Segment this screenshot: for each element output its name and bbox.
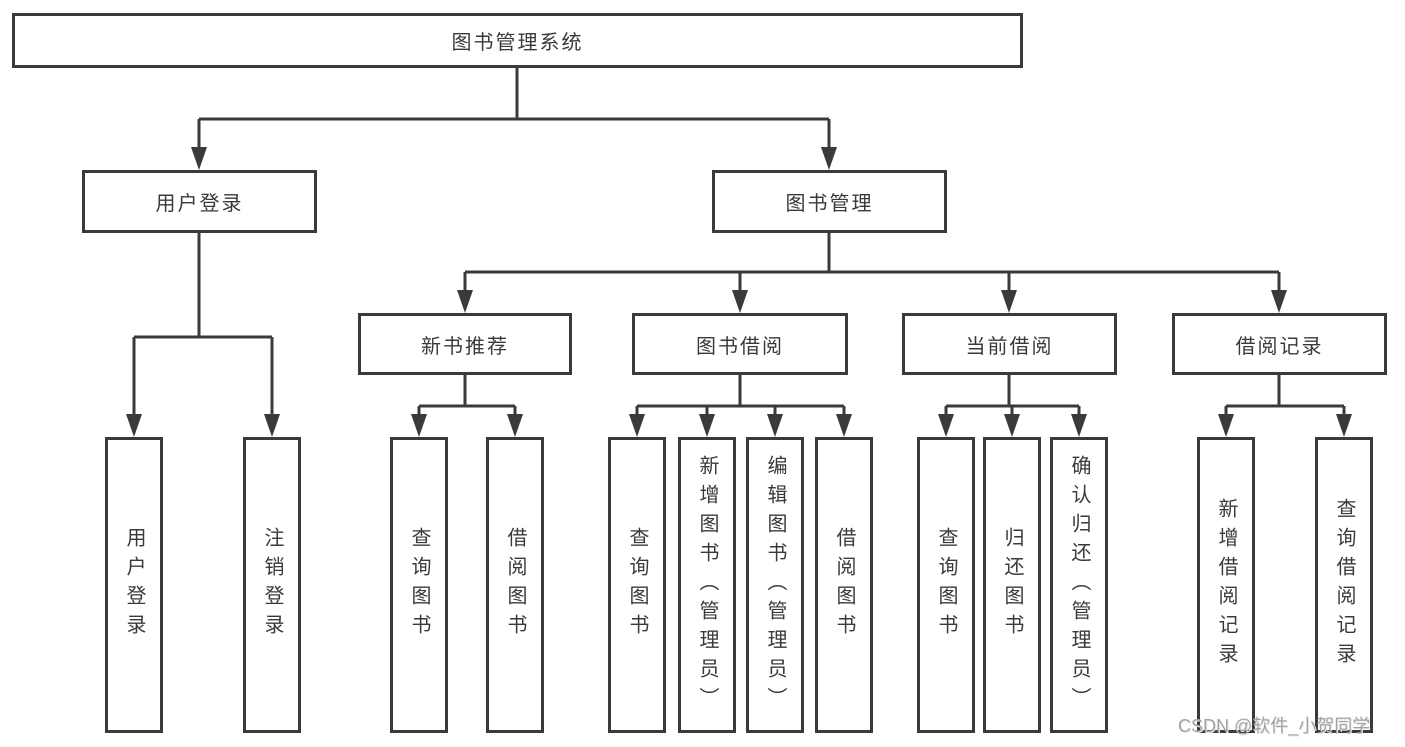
csdn-watermark: CSDN @软件_小贺同学 bbox=[1178, 716, 1371, 736]
leaf-add-books-admin: 新增图书（管理员） bbox=[678, 437, 736, 733]
leaf-borrow-books: 借阅图书 bbox=[815, 437, 873, 733]
arrowhead bbox=[767, 414, 783, 437]
connector-borrow-branch bbox=[635, 375, 846, 417]
arrowhead bbox=[191, 147, 207, 170]
arrowhead bbox=[1001, 290, 1017, 313]
node-book-management: 图书管理 bbox=[712, 170, 947, 233]
arrowhead bbox=[699, 414, 715, 437]
arrowhead bbox=[507, 414, 523, 437]
leaf-borrow-books-recommend: 借阅图书 bbox=[486, 437, 544, 733]
arrowhead bbox=[1271, 290, 1287, 313]
leaf-query-books-borrow: 查询图书 bbox=[608, 437, 666, 733]
leaf-query-books-recommend: 查询图书 bbox=[390, 437, 448, 733]
connector-book-mgmt-branch bbox=[463, 233, 1281, 292]
connector-records-branch bbox=[1224, 375, 1346, 417]
arrowhead bbox=[411, 414, 427, 437]
node-borrow-records: 借阅记录 bbox=[1172, 313, 1387, 375]
node-book-borrow: 图书借阅 bbox=[632, 313, 848, 375]
arrowhead bbox=[1336, 414, 1352, 437]
arrowhead bbox=[732, 290, 748, 313]
arrowhead bbox=[1004, 414, 1020, 437]
node-user-login: 用户登录 bbox=[82, 170, 317, 233]
leaf-logout: 注销登录 bbox=[243, 437, 301, 733]
leaf-add-borrow-record: 新增借阅记录 bbox=[1197, 437, 1255, 733]
leaf-confirm-return-admin: 确认归还（管理员） bbox=[1050, 437, 1108, 733]
arrowhead bbox=[126, 414, 142, 437]
connector-current-branch bbox=[944, 375, 1081, 417]
node-current-borrow: 当前借阅 bbox=[902, 313, 1117, 375]
arrowhead bbox=[938, 414, 954, 437]
node-library-management-system: 图书管理系统 bbox=[12, 13, 1023, 68]
connector-root-to-level2 bbox=[197, 68, 831, 150]
arrowhead bbox=[1218, 414, 1234, 437]
connector-new-book-branch bbox=[417, 375, 517, 417]
leaf-return-books: 归还图书 bbox=[983, 437, 1041, 733]
arrowhead bbox=[457, 290, 473, 313]
arrowhead bbox=[1071, 414, 1087, 437]
leaf-query-borrow-record: 查询借阅记录 bbox=[1315, 437, 1373, 733]
leaf-query-books-current: 查询图书 bbox=[917, 437, 975, 733]
arrowhead bbox=[264, 414, 280, 437]
arrowhead bbox=[836, 414, 852, 437]
arrowhead bbox=[629, 414, 645, 437]
arrowhead bbox=[821, 147, 837, 170]
leaf-user-login: 用户登录 bbox=[105, 437, 163, 733]
arrowheads bbox=[126, 147, 1352, 437]
leaf-edit-books-admin: 编辑图书（管理员） bbox=[746, 437, 804, 733]
connector-user-login-branch bbox=[132, 233, 274, 417]
node-new-book-recommend: 新书推荐 bbox=[358, 313, 572, 375]
